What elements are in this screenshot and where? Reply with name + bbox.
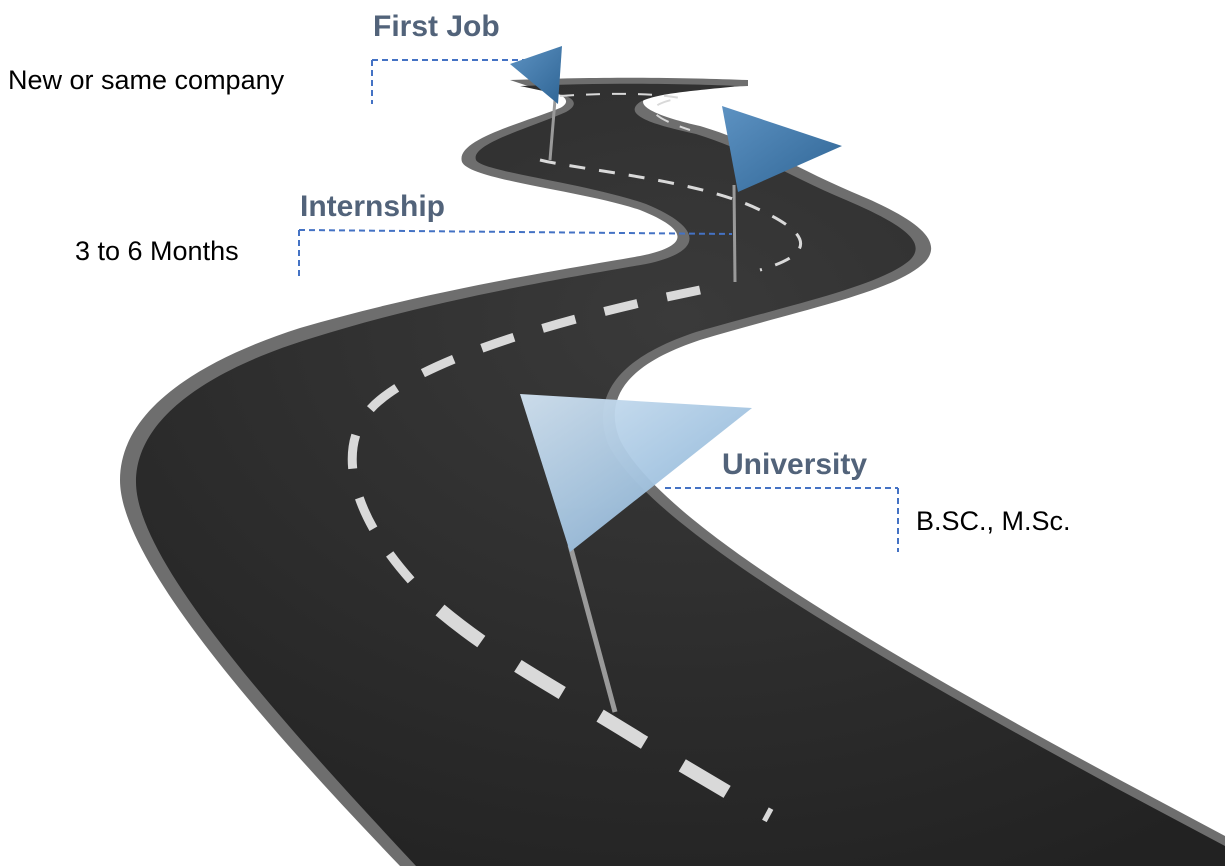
first-job-connector xyxy=(371,59,548,104)
milestone-title-internship: Internship xyxy=(300,190,446,223)
lane-markings xyxy=(347,92,802,823)
milestone-title-university: University xyxy=(722,448,868,481)
flag-icon xyxy=(520,394,752,713)
milestone-detail-internship: 3 to 6 Months xyxy=(75,236,239,266)
flag-icon xyxy=(510,46,562,161)
road-surface xyxy=(136,83,1225,866)
milestone-detail-first-job: New or same company xyxy=(8,65,285,95)
connector-lines xyxy=(298,59,899,552)
milestone-title-first-job: First Job xyxy=(373,10,500,43)
flag-icon xyxy=(722,106,842,283)
university-connector xyxy=(665,487,899,552)
milestone-detail-university: B.SC., M.Sc. xyxy=(916,506,1071,536)
road xyxy=(120,77,1225,866)
internship-connector xyxy=(298,229,733,276)
